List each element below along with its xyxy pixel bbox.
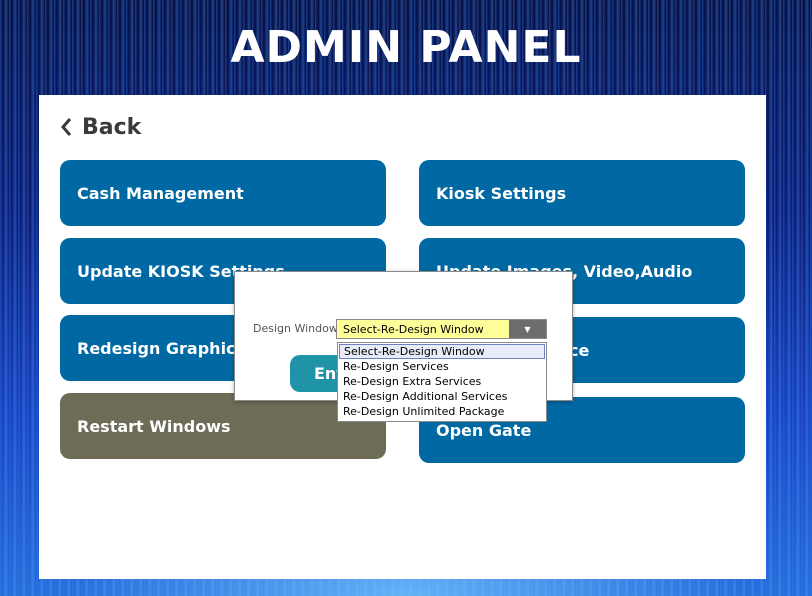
- dropdown-option[interactable]: Re-Design Additional Services: [343, 390, 508, 403]
- restart-windows-button[interactable]: Restart Windows: [60, 393, 386, 459]
- design-window-select-value: Select-Re-Design Window: [343, 322, 484, 336]
- restart-windows-label: Restart Windows: [77, 416, 231, 436]
- design-window-dropdown: Select-Re-Design Window Re-Design Servic…: [337, 342, 547, 422]
- back-label: Back: [82, 114, 142, 140]
- dropdown-option[interactable]: Re-Design Unlimited Package: [343, 405, 505, 418]
- page-title: ADMIN PANEL: [230, 22, 582, 73]
- dropdown-option[interactable]: Re-Design Extra Services: [343, 375, 482, 388]
- dropdown-option[interactable]: Select-Re-Design Window: [339, 344, 545, 359]
- caret-down-icon[interactable]: ▼: [509, 320, 546, 338]
- design-window-label: Design Window :: [253, 322, 346, 335]
- design-window-select[interactable]: Select-Re-Design Window ▼: [336, 319, 547, 339]
- cash-management-label: Cash Management: [77, 183, 244, 203]
- open-gate-label: Open Gate: [436, 420, 532, 440]
- dropdown-option[interactable]: Re-Design Services: [343, 360, 449, 373]
- cash-management-button[interactable]: Cash Management: [60, 160, 386, 226]
- chevron-left-icon: [60, 117, 72, 137]
- right-row3-label: ce: [569, 340, 590, 360]
- redesign-graphics-label: Redesign Graphics: [77, 338, 246, 358]
- kiosk-settings-label: Kiosk Settings: [436, 183, 567, 203]
- update-kiosk-settings-label: Update KIOSK Settings: [77, 261, 285, 281]
- enter-button-label: Ent: [314, 364, 344, 383]
- back-button[interactable]: Back: [60, 112, 141, 142]
- kiosk-settings-button[interactable]: Kiosk Settings: [419, 160, 745, 226]
